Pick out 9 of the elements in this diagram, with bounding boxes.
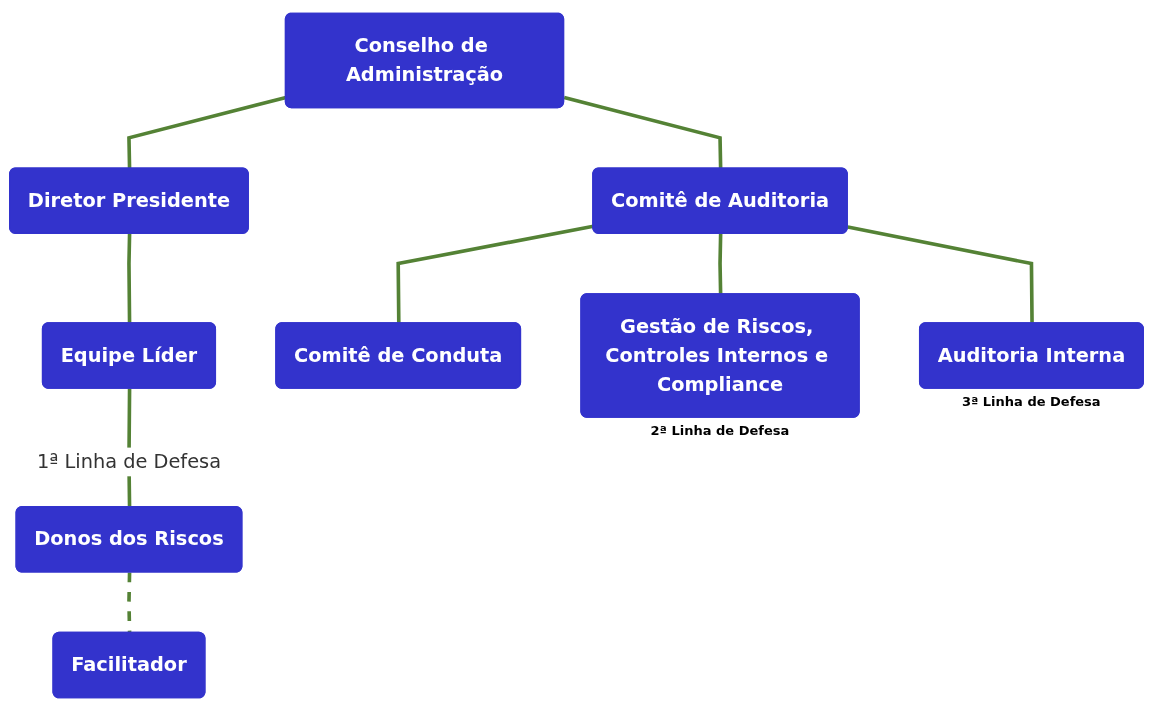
- side-note: 3ª Linha de Defesa: [961, 394, 1101, 410]
- connector: [127, 572, 132, 634]
- connector: [718, 233, 723, 295]
- connector: [847, 225, 1034, 324]
- connector: [127, 233, 132, 324]
- connector: [396, 224, 594, 324]
- connector: [563, 95, 723, 169]
- edge-label: 1ª Linha de Defesa: [36, 449, 221, 473]
- side-note: 2ª Linha de Defesa: [650, 423, 790, 439]
